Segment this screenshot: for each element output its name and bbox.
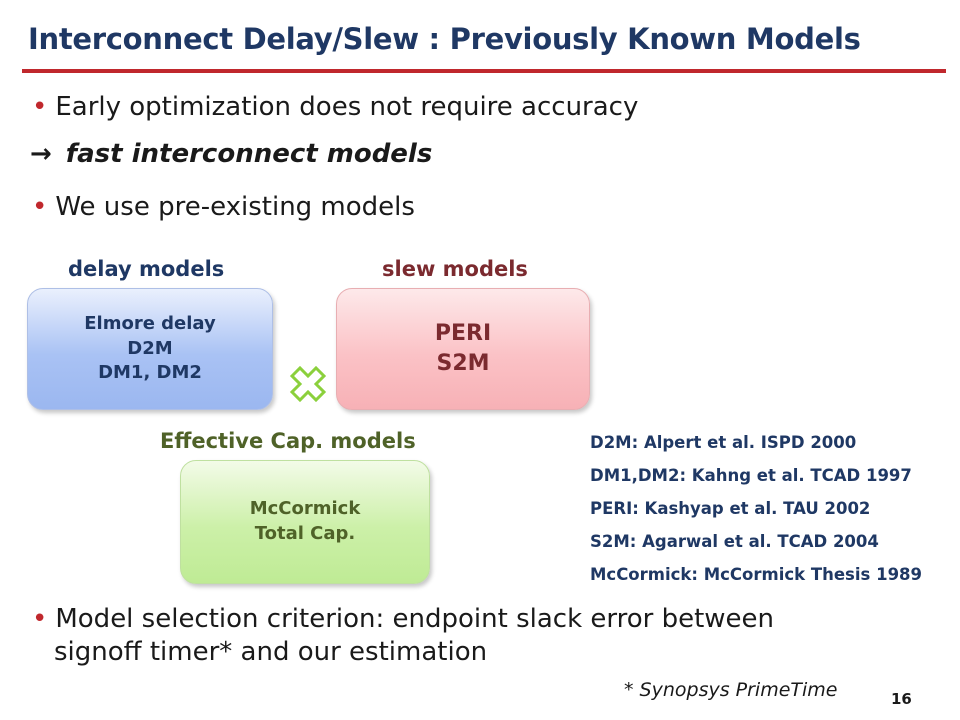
bullet-early-optimization: •Early optimization does not require acc… xyxy=(32,92,638,122)
arrow-line: → fast interconnect models xyxy=(30,139,432,169)
bullet-dot-icon: • xyxy=(32,192,48,222)
bullet-pre-existing-models: •We use pre-existing models xyxy=(32,192,415,222)
bullet-model-selection: •Model selection criterion: endpoint sla… xyxy=(32,603,932,669)
effective-cap-models-label: Effective Cap. models xyxy=(160,429,416,453)
bullet-text-line2: signoff timer* and our estimation xyxy=(54,637,488,667)
bullet-dot-icon: • xyxy=(32,604,48,634)
effective-cap-models-box: McCormick Total Cap. xyxy=(180,460,430,584)
delay-models-box: Elmore delay D2M DM1, DM2 xyxy=(27,288,273,410)
arrow-line-text: fast interconnect models xyxy=(65,139,433,169)
cross-multiply-icon xyxy=(289,365,327,403)
slide-title: Interconnect Delay/Slew : Previously Kno… xyxy=(28,22,861,56)
reference-item: DM1,DM2: Kahng et al. TCAD 1997 xyxy=(590,466,912,485)
delay-model-item: D2M xyxy=(127,337,173,359)
reference-item: PERI: Kashyap et al. TAU 2002 xyxy=(590,499,871,518)
footnote: * Synopsys PrimeTime xyxy=(624,679,838,701)
delay-model-item: Elmore delay xyxy=(84,312,216,334)
bullet-text: We use pre-existing models xyxy=(55,192,415,222)
slew-model-item: PERI xyxy=(434,320,492,346)
slew-models-box: PERI S2M xyxy=(336,288,590,410)
title-divider xyxy=(22,69,946,73)
reference-item: McCormick: McCormick Thesis 1989 xyxy=(590,565,923,584)
effcap-model-item: McCormick xyxy=(249,498,361,520)
bullet-dot-icon: • xyxy=(32,92,48,122)
bullet-text: Early optimization does not require accu… xyxy=(55,92,639,122)
reference-item: S2M: Agarwal et al. TCAD 2004 xyxy=(590,532,879,551)
slew-model-item: S2M xyxy=(436,351,490,376)
reference-item: D2M: Alpert et al. ISPD 2000 xyxy=(590,433,857,452)
effcap-model-item: Total Cap. xyxy=(254,523,356,544)
delay-model-item: DM1, DM2 xyxy=(98,362,202,384)
slew-models-label: slew models xyxy=(382,257,528,281)
bullet-text-line1: Model selection criterion: endpoint slac… xyxy=(55,604,775,634)
delay-models-label: delay models xyxy=(68,257,225,281)
page-number: 16 xyxy=(891,690,912,708)
right-arrow-icon: → xyxy=(30,139,52,169)
references-list: D2M: Alpert et al. ISPD 2000 DM1,DM2: Ka… xyxy=(590,426,922,591)
